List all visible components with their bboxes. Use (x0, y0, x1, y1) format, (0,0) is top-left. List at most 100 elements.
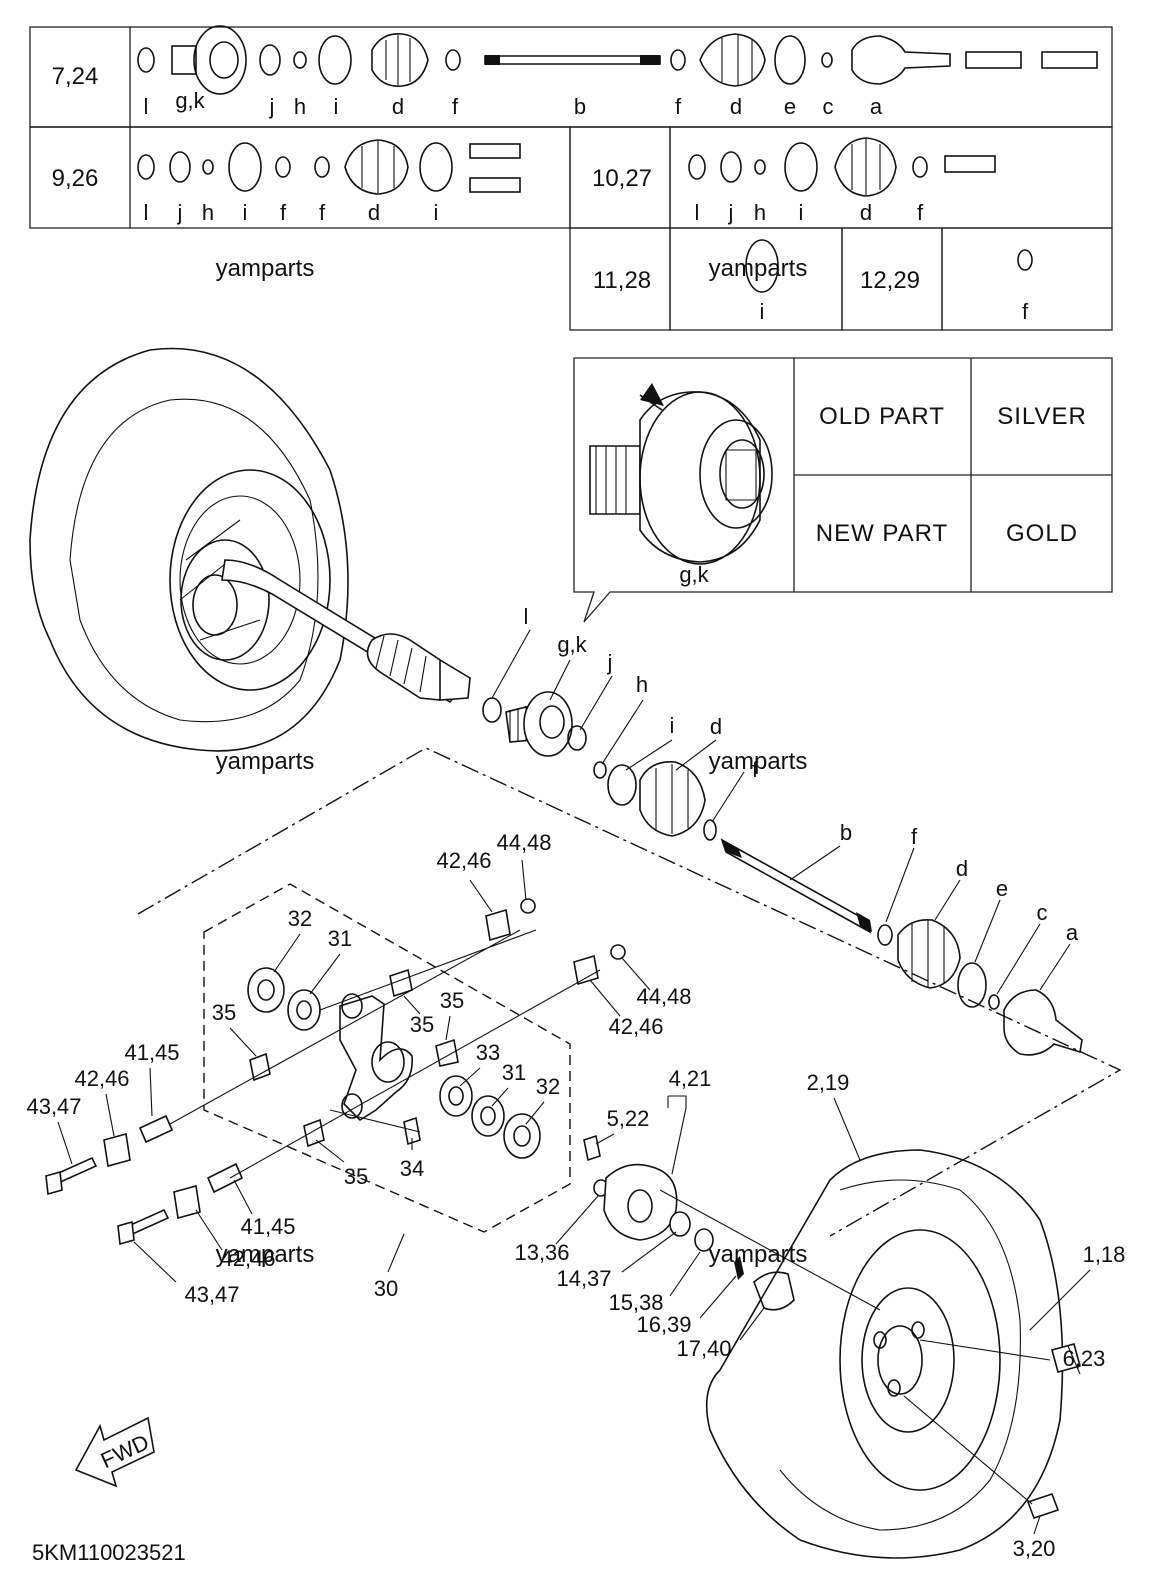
label-15-38: 15,38 (608, 1290, 663, 1315)
kit-ref-12-29: 12,29 (860, 267, 920, 294)
drive-shaft-parts (482, 691, 1083, 1056)
label-d: d (710, 714, 722, 739)
kit2-label: i (434, 200, 439, 225)
kit3-label: d (860, 200, 872, 225)
label-42-46: 42,46 (74, 1066, 129, 1091)
label-1-18: 1,18 (1083, 1242, 1126, 1267)
kit-row-1-labels: l g,k j h i d f b f d e c a (144, 88, 883, 119)
label-4-21: 4,21 (669, 1066, 712, 1091)
label-17-40: 17,40 (676, 1336, 731, 1361)
label-42-46: 42,46 (608, 1014, 663, 1039)
suspension-arm-parts (45, 898, 626, 1246)
kit-label-d: d (730, 94, 742, 119)
kit-label-l: l (144, 94, 149, 119)
label-gk: g,k (557, 632, 587, 657)
old-color-label: SILVER (997, 403, 1087, 430)
shaft-leader-lines (491, 629, 1071, 995)
joint-hub-illustration (589, 383, 773, 565)
kit-ref-11-28: 11,28 (593, 267, 651, 294)
kit-label-a: a (870, 94, 883, 119)
watermark: yamparts (709, 255, 808, 282)
kit5-label: f (1022, 299, 1029, 324)
kit2-label: d (368, 200, 380, 225)
label-44-48: 44,48 (636, 984, 691, 1009)
kit-ref-9-26: 9,26 (52, 165, 99, 192)
kit2-label: f (280, 200, 287, 225)
old-part-label: OLD PART (819, 403, 945, 430)
label-35: 35 (212, 1000, 236, 1025)
kit-ref-10-27: 10,27 (592, 165, 652, 192)
label-a: a (1066, 920, 1079, 945)
label-16-39: 16,39 (636, 1312, 691, 1337)
arm-assembly-boundary (203, 883, 571, 1233)
label-42-46: 42,46 (436, 848, 491, 873)
watermark: yamparts (709, 748, 808, 775)
rear-wheel-upper (29, 347, 471, 752)
kit-label-f: f (675, 94, 682, 119)
kit2-label: l (144, 200, 149, 225)
assembly-boundary (137, 747, 1122, 1237)
part-number-labels: 44,48 42,46 32 31 35 35 35 44,48 42,46 3… (26, 830, 1125, 1561)
label-5-22: 5,22 (607, 1106, 650, 1131)
shaft-labels: l g,k j h i d f b f d e c a (524, 604, 1079, 945)
rear-wheel-lower (705, 1149, 1081, 1559)
kit-label-b: b (574, 94, 586, 119)
label-35: 35 (440, 988, 464, 1013)
kit3-label: h (754, 200, 766, 225)
label-i: i (670, 713, 675, 738)
label-f: f (752, 757, 759, 782)
kit2-label: j (177, 200, 183, 225)
kit-ref-7-24: 7,24 (52, 63, 99, 90)
watermark: yamparts (709, 1241, 808, 1268)
label-32: 32 (536, 1074, 560, 1099)
kit-label-d: d (392, 94, 404, 119)
kit-row-2-icons (137, 139, 521, 195)
label-41-45: 41,45 (124, 1040, 179, 1065)
kit-row-4-icon (745, 239, 779, 293)
color-callout: OLD PART SILVER NEW PART GOLD g,k (573, 357, 1113, 623)
hub-parts (583, 1134, 881, 1311)
label-35: 35 (344, 1164, 368, 1189)
label-c: c (1037, 900, 1048, 925)
label-32: 32 (288, 906, 312, 931)
label-35: 35 (410, 1012, 434, 1037)
label-30: 30 (374, 1276, 398, 1301)
label-d: d (956, 856, 968, 881)
label-h: h (636, 672, 648, 697)
kit-label-f: f (452, 94, 459, 119)
label-41-45: 41,45 (240, 1214, 295, 1239)
kit-label-e: e (784, 94, 796, 119)
kit-label-j: j (269, 94, 275, 119)
kit-table: 7,24 9,26 10,27 11,28 12,29 (29, 25, 1113, 331)
kit-row-3-icons (688, 137, 996, 197)
kit2-label: f (319, 200, 326, 225)
kit2-label: i (243, 200, 248, 225)
kit3-label: f (917, 200, 924, 225)
kit-label-c: c (823, 94, 834, 119)
label-43-47: 43,47 (184, 1282, 239, 1307)
label-13-36: 13,36 (514, 1240, 569, 1265)
kit-row-2-labels: l j h i f f d i (144, 200, 439, 225)
watermark: yamparts (216, 748, 315, 775)
label-42-46: 42,46 (220, 1246, 275, 1271)
kit-label-gk: g,k (175, 88, 205, 113)
new-color-label: GOLD (1006, 520, 1078, 547)
diagram-code: 5KM110023521 (32, 1540, 186, 1565)
label-14-37: 14,37 (556, 1266, 611, 1291)
label-l: l (524, 604, 529, 629)
label-33: 33 (476, 1040, 500, 1065)
label-34: 34 (400, 1156, 424, 1181)
kit-row-5-icon (1017, 249, 1033, 271)
label-b: b (840, 820, 852, 845)
kit3-label: j (728, 200, 734, 225)
label-2-19: 2,19 (807, 1070, 850, 1095)
label-31: 31 (328, 926, 352, 951)
fwd-arrow: FWD (74, 1416, 155, 1488)
kit4-label: i (760, 299, 765, 324)
label-3-20: 3,20 (1013, 1536, 1056, 1561)
kit3-label: l (695, 200, 700, 225)
watermark: yamparts (216, 255, 315, 282)
kit2-label: h (202, 200, 214, 225)
label-j: j (607, 650, 613, 675)
new-part-label: NEW PART (816, 520, 948, 547)
